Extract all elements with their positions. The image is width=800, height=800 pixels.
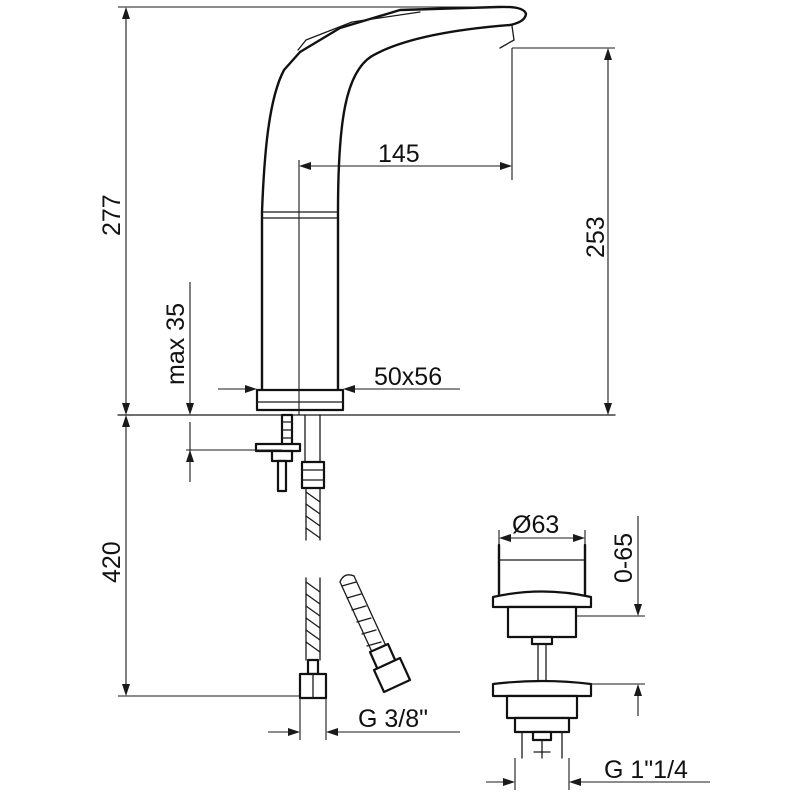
dimension-label-hose-thread: G 3/8" <box>358 705 428 733</box>
dimension-drain-thread: G 1"1/4 <box>486 756 710 790</box>
dimension-label-hose-length: 420 <box>98 541 126 583</box>
dimension-spout-height: 253 <box>512 47 615 415</box>
dimension-label-max-thickness: max 35 <box>162 303 190 385</box>
dimension-label-drain-thread: G 1"1/4 <box>604 756 688 784</box>
dimension-label-spout-reach: 145 <box>378 140 420 168</box>
dimension-drain-diameter: Ø63 <box>498 511 586 545</box>
supply-hose <box>298 460 328 700</box>
dimension-label-drain-diameter: Ø63 <box>512 511 559 539</box>
faucet-body <box>255 5 528 412</box>
dimension-drain-lift: 0-65 <box>576 516 645 716</box>
supply-hose-angled <box>339 574 412 694</box>
dimension-label-drain-lift: 0-65 <box>610 533 638 583</box>
dimension-spout-reach: 145 <box>298 48 513 415</box>
dimension-max-thickness: max 35 <box>162 282 282 482</box>
dimension-label-total-height: 277 <box>98 194 126 236</box>
dimension-label-spout-height: 253 <box>582 216 610 258</box>
drain-assembly <box>491 543 593 759</box>
dimension-total-height: 277 <box>98 6 498 415</box>
mounting-assembly <box>254 413 321 493</box>
dimension-base-size: 50x56 <box>218 363 460 393</box>
dimension-label-base-size: 50x56 <box>374 363 442 391</box>
dimension-hose-length: 420 <box>98 415 300 697</box>
dimension-hose-thread: G 3/8" <box>268 698 460 740</box>
